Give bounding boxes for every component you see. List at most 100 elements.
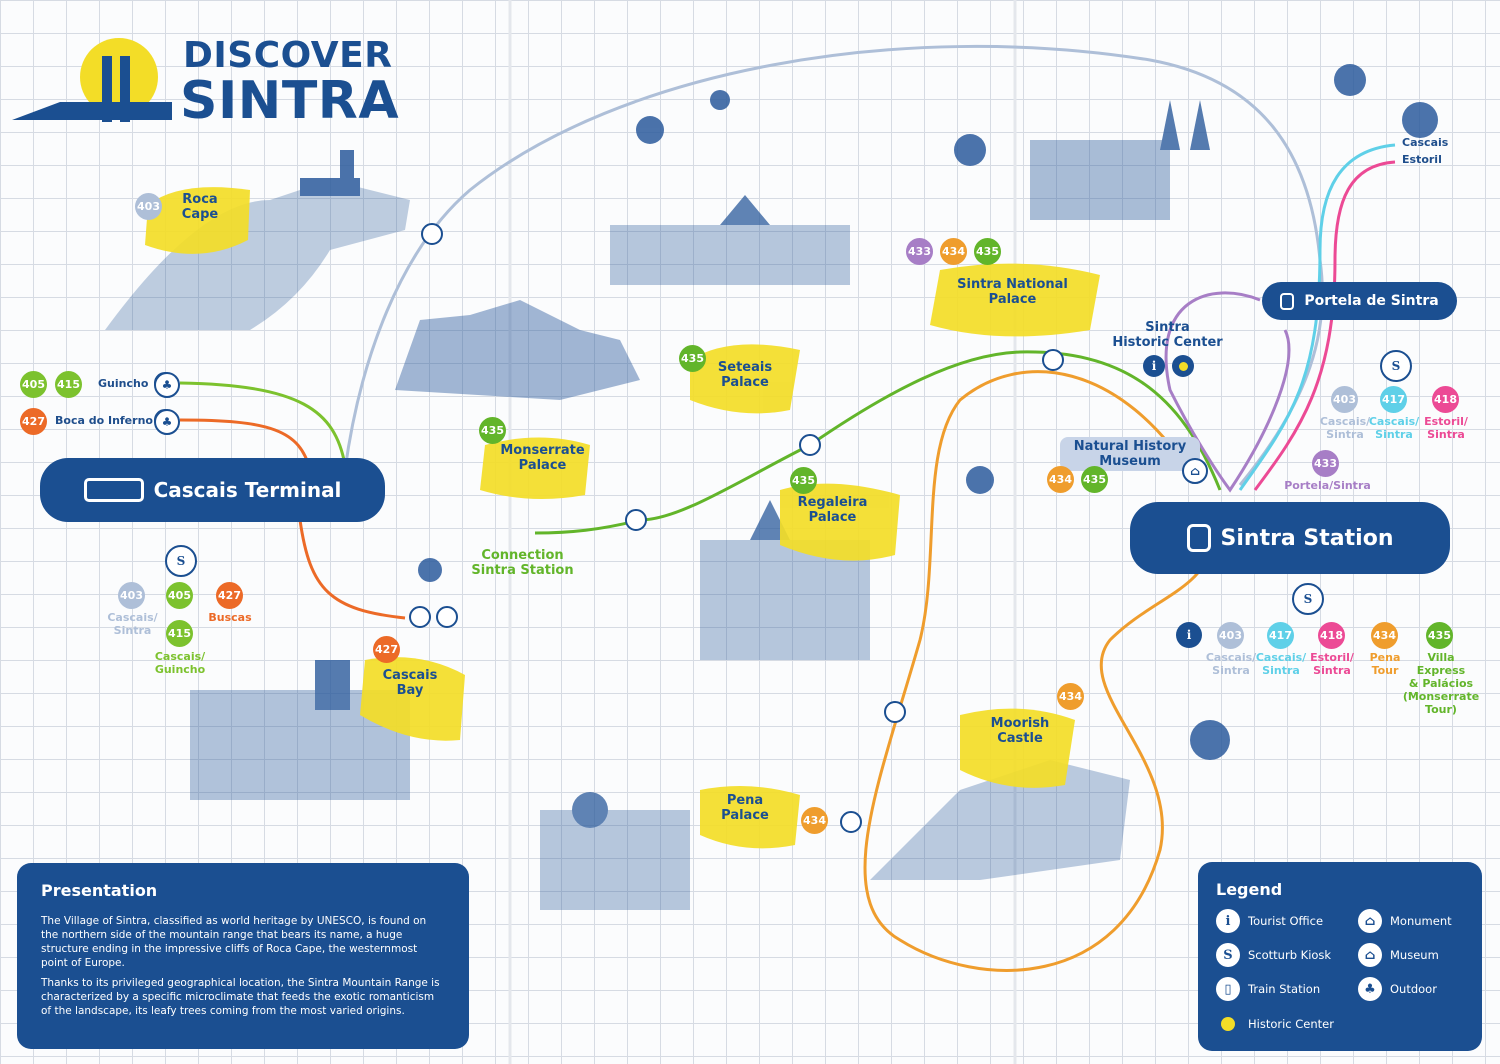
- kiosk-icon: S: [1216, 943, 1240, 967]
- presentation-panel: Presentation The Village of Sintra, clas…: [17, 863, 469, 1049]
- hub-cascais-terminal-label: Cascais Terminal: [153, 478, 342, 502]
- label-monserrate[interactable]: Monserrate Palace: [500, 443, 585, 473]
- label-moorish-castle[interactable]: Moorish Castle: [990, 716, 1050, 746]
- tourist-office-icon: i: [1143, 355, 1165, 377]
- hub-cascais-terminal[interactable]: Cascais Terminal: [40, 458, 385, 522]
- kiosk-icon: S: [1292, 583, 1324, 615]
- title-line-1: DISCOVER: [183, 35, 393, 76]
- legend-museum: ⌂ Museum: [1358, 943, 1439, 967]
- badge-435[interactable]: 435: [1426, 622, 1453, 649]
- route-label-portela-sintra: Portela/Sintra: [1284, 479, 1371, 492]
- logo-mark: [12, 38, 172, 128]
- route-label-cascais-sintra: Cascais/ Sintra: [107, 611, 158, 637]
- label-sintra-national[interactable]: Sintra National Palace: [957, 277, 1068, 307]
- train-icon: ▯: [1216, 977, 1240, 1001]
- legend-panel: Legend i Tourist Office S Scotturb Kiosk…: [1198, 862, 1482, 1051]
- badge-434[interactable]: 434: [1057, 683, 1084, 710]
- dest-cascais[interactable]: Cascais: [1402, 136, 1449, 149]
- legend-outdoor-label: Outdoor: [1390, 982, 1437, 996]
- historic-center-icon: [1172, 355, 1194, 377]
- moorish-illustration: [870, 760, 1130, 880]
- badge-403[interactable]: 403: [1217, 622, 1244, 649]
- historic-center-icon: [1216, 1012, 1240, 1036]
- legend-historic: Historic Center: [1216, 1012, 1334, 1036]
- badge-403[interactable]: 403: [118, 582, 145, 609]
- badge-403[interactable]: 403: [135, 193, 162, 220]
- badge-427[interactable]: 427: [373, 636, 400, 663]
- badge-434[interactable]: 434: [940, 238, 967, 265]
- badge-435[interactable]: 435: [790, 467, 817, 494]
- outdoor-icon: ♣: [154, 409, 180, 435]
- badge-405[interactable]: 405: [20, 371, 47, 398]
- roca-cape-illustration: [105, 150, 410, 330]
- label-pena-palace[interactable]: Pena Palace: [721, 793, 769, 823]
- legend-historic-label: Historic Center: [1248, 1017, 1334, 1031]
- route-403-line: [343, 44, 1322, 471]
- route-label-cascais-sintra: Cascais/ Sintra: [1368, 415, 1420, 441]
- badge-434[interactable]: 434: [1371, 622, 1398, 649]
- badge-434[interactable]: 434: [801, 807, 828, 834]
- label-roca-cape[interactable]: Roca Cape: [181, 192, 219, 222]
- route-427-bay-line: [298, 519, 406, 620]
- legend-kiosk-label: Scotturb Kiosk: [1248, 948, 1332, 962]
- badge-435[interactable]: 435: [479, 417, 506, 444]
- route-label-cascais-sintra: Cascais/ Sintra: [1319, 415, 1371, 441]
- badge-415[interactable]: 415: [166, 620, 193, 647]
- chimney-icon: [102, 56, 112, 122]
- route-405-415-line: [179, 381, 347, 466]
- label-regaleira[interactable]: Regaleira Palace: [797, 495, 868, 525]
- legend-outdoor: ♣ Outdoor: [1358, 977, 1437, 1001]
- legend-tourist-office-label: Tourist Office: [1248, 914, 1324, 928]
- badge-435[interactable]: 435: [974, 238, 1001, 265]
- legend-monument-label: Monument: [1390, 914, 1452, 928]
- trees-illustration: [418, 64, 1438, 760]
- dest-boca[interactable]: Boca do Inferno: [55, 414, 153, 427]
- route-label-estoril-sintra: Estoril/ Sintra: [1310, 651, 1354, 677]
- badge-418[interactable]: 418: [1432, 386, 1459, 413]
- museum-icon: ⌂: [1182, 458, 1208, 484]
- badge-417[interactable]: 417: [1380, 386, 1407, 413]
- badge-427[interactable]: 427: [216, 582, 243, 609]
- badge-433[interactable]: 433: [1312, 450, 1339, 477]
- roof-icon: [12, 102, 172, 120]
- hub-portela[interactable]: Portela de Sintra: [1262, 282, 1457, 320]
- dest-estoril[interactable]: Estoril: [1402, 153, 1442, 166]
- label-connection[interactable]: Connection Sintra Station: [471, 548, 574, 578]
- legend-train: ▯ Train Station: [1216, 977, 1320, 1001]
- outdoor-icon: ♣: [154, 372, 180, 398]
- badge-415[interactable]: 415: [55, 371, 82, 398]
- title-line-2: SINTRA: [180, 71, 400, 131]
- badge-427[interactable]: 427: [20, 408, 47, 435]
- kiosk-icon: S: [1380, 350, 1412, 382]
- route-417-line: [1238, 143, 1396, 491]
- monument-icon: ⌂: [1358, 909, 1382, 933]
- badge-418[interactable]: 418: [1318, 622, 1345, 649]
- badge-434[interactable]: 434: [1047, 466, 1074, 493]
- tourist-office-icon: i: [1216, 909, 1240, 933]
- hub-sintra-station[interactable]: Sintra Station: [1130, 502, 1450, 574]
- chimney-icon: [120, 56, 130, 122]
- badge-435[interactable]: 435: [679, 345, 706, 372]
- badge-417[interactable]: 417: [1267, 622, 1294, 649]
- pena-illustration: [540, 792, 690, 910]
- label-seteais[interactable]: Seteais Palace: [717, 360, 773, 390]
- outdoor-icon: ♣: [1358, 977, 1382, 1001]
- route-label-cascais-sintra: Cascais/ Sintra: [1205, 651, 1257, 677]
- route-label-cascais-guincho: Cascais/ Guincho: [154, 650, 206, 676]
- badge-435[interactable]: 435: [1081, 466, 1108, 493]
- train-icon: [1280, 292, 1295, 310]
- legend-museum-label: Museum: [1390, 948, 1439, 962]
- route-434-line: [863, 370, 1212, 972]
- route-label-buscas: Buscas: [208, 611, 252, 624]
- legend-kiosk: S Scotturb Kiosk: [1216, 943, 1331, 967]
- castle-left-illustration: [395, 300, 640, 400]
- dest-guincho[interactable]: Guincho: [98, 377, 149, 390]
- label-historic-center[interactable]: Sintra Historic Center: [1112, 320, 1223, 350]
- badge-403[interactable]: 403: [1331, 386, 1358, 413]
- label-natural-history[interactable]: Natural History Museum: [1060, 437, 1200, 471]
- badge-433[interactable]: 433: [906, 238, 933, 265]
- label-cascais-bay[interactable]: Cascais Bay: [382, 668, 438, 698]
- badge-405[interactable]: 405: [166, 582, 193, 609]
- kiosk-icon: S: [165, 545, 197, 577]
